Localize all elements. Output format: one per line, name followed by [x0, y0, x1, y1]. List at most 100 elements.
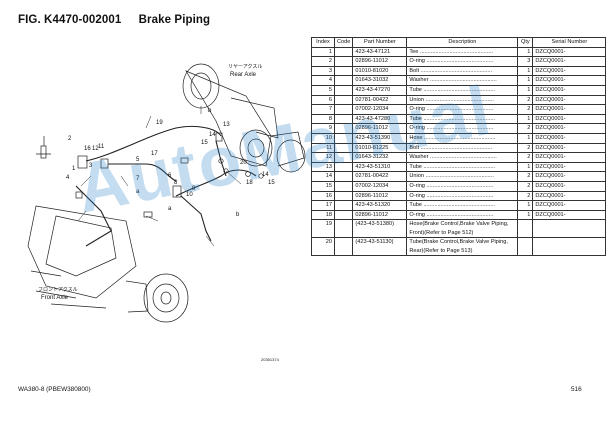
cell-code — [333, 84, 354, 96]
cell-part: 01010-81225 — [352, 142, 408, 154]
cell-qty: 1 — [517, 200, 534, 211]
cell-desc: O-ring .................................… — [406, 104, 519, 115]
cell-qty: 1 — [517, 75, 534, 86]
cell-qty: 3 — [517, 56, 534, 67]
cell-desc: Tube(Brake Control,Brake Valve Piping, R… — [406, 237, 519, 257]
cell-index: 5 — [311, 84, 335, 96]
cell-code — [333, 180, 354, 192]
cell-part: (423-43-51130) — [352, 237, 408, 257]
cell-part: 01643-31232 — [352, 152, 408, 163]
col-index-header: Index — [311, 37, 335, 48]
col-description-header: Description — [406, 37, 519, 48]
callout: 14 — [209, 132, 216, 138]
rear-axle-label: Rear Axle — [230, 72, 257, 78]
cell-serial: DZCQ0001- — [532, 190, 607, 202]
cell-qty: 1 — [517, 113, 534, 125]
cell-part: 02896-11012 — [352, 56, 408, 67]
cell-serial: DZCQ0001- — [532, 104, 607, 115]
cell-serial — [532, 237, 607, 257]
cell-index: 4 — [311, 75, 335, 86]
col-part-number-header: Part Number — [352, 37, 408, 48]
cell-serial: DZCQ0001- — [532, 65, 607, 77]
cell-part: 423-43-51390 — [352, 132, 408, 144]
cell-part: 423-43-47270 — [352, 84, 408, 96]
cell-serial: DZCQ0001- — [532, 94, 607, 106]
front-axle-label-jp: フロントアクスル — [38, 287, 78, 293]
cell-index: 2 — [311, 56, 335, 67]
cell-desc: O-ring .................................… — [406, 190, 519, 202]
cell-desc: Tube ...................................… — [406, 200, 519, 211]
cell-code — [333, 46, 354, 58]
callout: 11 — [98, 144, 105, 150]
cell-code — [333, 132, 354, 144]
cell-code — [333, 219, 354, 239]
cell-qty: 2 — [517, 104, 534, 115]
callout: b — [208, 108, 212, 114]
cell-qty: 1 — [517, 65, 534, 77]
cell-part: 02781-00422 — [352, 171, 408, 182]
callout: 20 — [240, 160, 247, 166]
cell-part: (423-43-51380) — [352, 219, 408, 239]
cell-qty: 2 — [517, 94, 534, 106]
callout: 14 — [262, 172, 269, 178]
cell-serial: DZCQ0001- — [532, 209, 607, 221]
cell-index: 17 — [311, 200, 335, 211]
cell-desc: Bolt ...................................… — [406, 142, 519, 154]
cell-part: 423-43-51320 — [352, 200, 408, 211]
cell-index: 8 — [311, 113, 335, 125]
cell-index: 15 — [311, 180, 335, 192]
cell-index: 1 — [311, 46, 335, 58]
cell-desc: Bolt ...................................… — [406, 65, 519, 77]
cell-index: 6 — [311, 94, 335, 106]
table-row: 20(423-43-51130)Tube(Brake Control,Brake… — [311, 237, 607, 257]
cell-qty — [517, 237, 534, 257]
cell-code — [333, 161, 354, 173]
cell-part: 02896-11012 — [352, 209, 408, 221]
cell-serial: DZCQ0001- — [532, 200, 607, 211]
figure-code: FIG. K4470-002001 — [18, 14, 122, 26]
cell-qty: 2 — [517, 180, 534, 192]
cell-desc: Union ..................................… — [406, 94, 519, 106]
drawing-number: 20351374 — [261, 357, 280, 362]
cell-serial: DZCQ0001- — [532, 84, 607, 96]
cell-qty: 1 — [517, 132, 534, 144]
cell-serial: DZCQ0001- — [532, 113, 607, 125]
cell-index: 7 — [311, 104, 335, 115]
cell-code — [333, 237, 354, 257]
rear-axle-body — [185, 70, 272, 167]
col-serial-header: Serial Number — [532, 37, 607, 48]
cell-serial: DZCQ0001- — [532, 123, 607, 134]
cell-serial: DZCQ0001- — [532, 161, 607, 173]
cell-serial: DZCQ0001- — [532, 75, 607, 86]
cell-code — [333, 123, 354, 134]
cell-desc: O-ring .................................… — [406, 123, 519, 134]
cell-part: 423-43-51310 — [352, 161, 408, 173]
cell-qty — [517, 219, 534, 239]
cell-qty: 1 — [517, 209, 534, 221]
callout: 16 — [84, 146, 91, 152]
callout: 4 — [66, 175, 70, 181]
cell-serial: DZCQ0001- — [532, 56, 607, 67]
cell-index: 13 — [311, 161, 335, 173]
footer-page-number: 516 — [571, 386, 582, 393]
cell-part: 01643-31032 — [352, 75, 408, 86]
cell-desc: O-ring .................................… — [406, 56, 519, 67]
callout: 10 — [186, 192, 193, 198]
tube-13 — [215, 140, 227, 177]
cell-code — [333, 113, 354, 125]
cell-desc: O-ring .................................… — [406, 209, 519, 221]
callout: 12 — [92, 146, 99, 152]
cell-code — [333, 104, 354, 115]
cell-code — [333, 56, 354, 67]
callout: b — [236, 212, 240, 218]
